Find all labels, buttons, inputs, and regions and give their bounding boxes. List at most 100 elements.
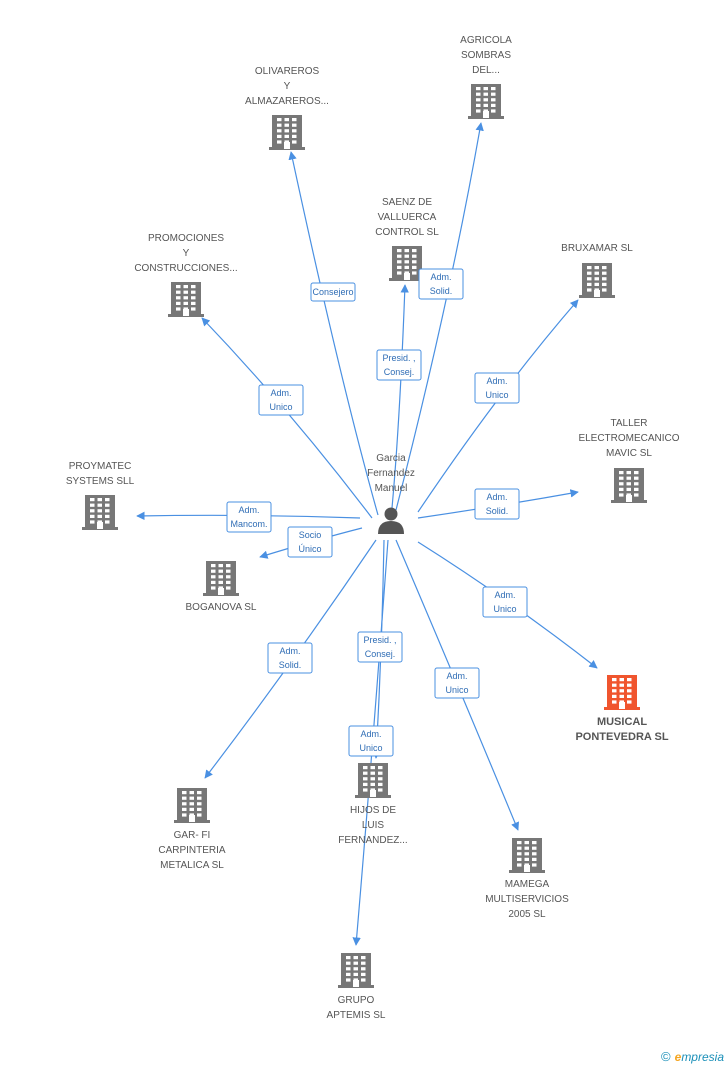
building-icon[interactable] <box>269 115 305 150</box>
relation-line: Consej. <box>384 367 415 377</box>
company-label-line: APTEMIS SL <box>327 1010 386 1021</box>
relation-text: Presid. , Consej. <box>382 353 415 377</box>
building-icon[interactable] <box>203 561 239 596</box>
edge-olivareros <box>288 151 379 516</box>
company-label-line: CONSTRUCCIONES... <box>134 263 237 274</box>
relation-line: Consejero <box>312 287 353 297</box>
building-icon[interactable] <box>338 953 374 988</box>
company-label-boganova[interactable]: BOGANOVA SL <box>186 602 257 613</box>
relation-text: Adm. Solid. <box>430 272 453 296</box>
relation-text: Adm. Mancom. <box>230 505 267 529</box>
brand-initial: e <box>674 1050 682 1064</box>
relation-line: Solid. <box>430 286 453 296</box>
relation-text: Adm. Unico <box>493 590 516 614</box>
company-label-saenz[interactable]: SAENZ DE VALLUERCA CONTROL SL <box>375 197 439 238</box>
company-label-line: FERNANDEZ... <box>338 835 407 846</box>
relation-line: Adm. <box>486 376 507 386</box>
relation-line: Adm. <box>270 388 291 398</box>
company-label-line: GRUPO <box>338 995 375 1006</box>
relation-badge-taller[interactable]: Adm. Solid. <box>474 488 520 520</box>
person-icon[interactable] <box>378 507 404 535</box>
building-icon[interactable] <box>355 763 391 798</box>
relation-line: Adm. <box>430 272 451 282</box>
person-name-line: Fernandez <box>367 468 415 479</box>
relation-line: Adm. <box>279 646 300 656</box>
relation-badge-musical[interactable]: Adm. Unico <box>482 586 528 618</box>
company-label-line: SAENZ DE <box>382 197 432 208</box>
edge-agricola <box>395 122 484 511</box>
relation-line: Adm. <box>360 729 381 739</box>
company-label-line: GAR- FI <box>174 830 211 841</box>
company-label-musical[interactable]: MUSICAL PONTEVEDRA SL <box>575 716 668 743</box>
company-label-line: PROYMATEC <box>69 461 132 472</box>
relation-line: Mancom. <box>230 519 267 529</box>
relation-line: Adm. <box>494 590 515 600</box>
relation-text: Adm.Unico <box>359 729 382 753</box>
building-icon[interactable] <box>168 282 204 317</box>
relation-text: Presid. ,Consej. <box>363 635 396 659</box>
company-label-line: Y <box>284 81 291 92</box>
relation-text: Adm.Unico <box>445 671 468 695</box>
relation-badge-mamega[interactable]: Adm.Unico <box>434 667 480 699</box>
relation-line: Adm. <box>238 505 259 515</box>
building-icon[interactable] <box>174 788 210 823</box>
company-label-line: 2005 SL <box>508 909 546 920</box>
company-label-line: SOMBRAS <box>461 50 511 61</box>
building-icon[interactable] <box>82 495 118 530</box>
relation-text: Adm. Solid. <box>486 492 509 516</box>
company-label-line: VALLUERCA <box>378 212 437 223</box>
company-label-bruxamar[interactable]: BRUXAMAR SL <box>561 243 633 254</box>
building-icon[interactable] <box>468 84 504 119</box>
edge-saenz <box>391 284 409 509</box>
company-label-line: MUSICAL <box>597 716 647 728</box>
company-label-line: BOGANOVA SL <box>186 602 257 613</box>
relation-badge-olivareros[interactable]: Consejero <box>310 282 356 302</box>
building-icon[interactable] <box>389 246 425 281</box>
company-label-line: METALICA SL <box>160 860 224 871</box>
company-label-line: HIJOS DE <box>350 805 396 816</box>
relation-badge-agricola[interactable]: Adm. Solid. <box>418 268 464 300</box>
company-label-line: CONTROL SL <box>375 227 439 238</box>
company-label-grupo[interactable]: GRUPO APTEMIS SL <box>327 995 386 1021</box>
company-label-line: BRUXAMAR SL <box>561 243 633 254</box>
relation-line: Unico <box>269 402 292 412</box>
building-icon[interactable] <box>611 468 647 503</box>
company-label-line: CARPINTERIA <box>158 845 226 856</box>
relation-badge-bruxamar[interactable]: Adm.Unico <box>474 372 520 404</box>
relation-line: Presid. , <box>382 353 415 363</box>
relation-line: Unico <box>493 604 516 614</box>
company-label-garfi[interactable]: GAR- FI CARPINTERIA METALICA SL <box>158 830 226 871</box>
company-label-line: Y <box>183 248 190 259</box>
relation-badge-promociones[interactable]: Adm. Unico <box>258 384 304 416</box>
relation-badge-saenz[interactable]: Presid. , Consej. <box>376 349 422 381</box>
company-label-line: ELECTROMECANICO <box>578 433 679 444</box>
relation-line: Adm. <box>486 492 507 502</box>
building-icon[interactable] <box>604 675 640 710</box>
relation-badge-grupo[interactable]: Adm.Unico <box>348 725 394 757</box>
company-label-line: ALMAZAREROS... <box>245 96 329 107</box>
building-icon[interactable] <box>579 263 615 298</box>
company-label-line: MULTISERVICIOS <box>485 894 569 905</box>
footer-brand[interactable]: ©empresia <box>661 1049 724 1064</box>
relation-badge-hijos[interactable]: Presid. ,Consej. <box>357 631 403 663</box>
building-icon[interactable] <box>509 838 545 873</box>
relation-badge-proymatec[interactable]: Adm. Mancom. <box>226 501 272 533</box>
relation-line: Consej. <box>365 649 396 659</box>
relation-text: Consejero <box>312 287 353 297</box>
relation-badge-garfi[interactable]: Adm.Solid. <box>267 642 313 674</box>
edge-promociones <box>201 317 373 519</box>
company-label-line: PONTEVEDRA SL <box>575 731 668 743</box>
company-label-line: AGRICOLA <box>460 35 512 46</box>
company-label-line: PROMOCIONES <box>148 233 224 244</box>
relation-line: Socio <box>299 530 322 540</box>
relation-line: Solid. <box>486 506 509 516</box>
company-label-promociones[interactable]: PROMOCIONES Y CONSTRUCCIONES... <box>134 233 237 274</box>
